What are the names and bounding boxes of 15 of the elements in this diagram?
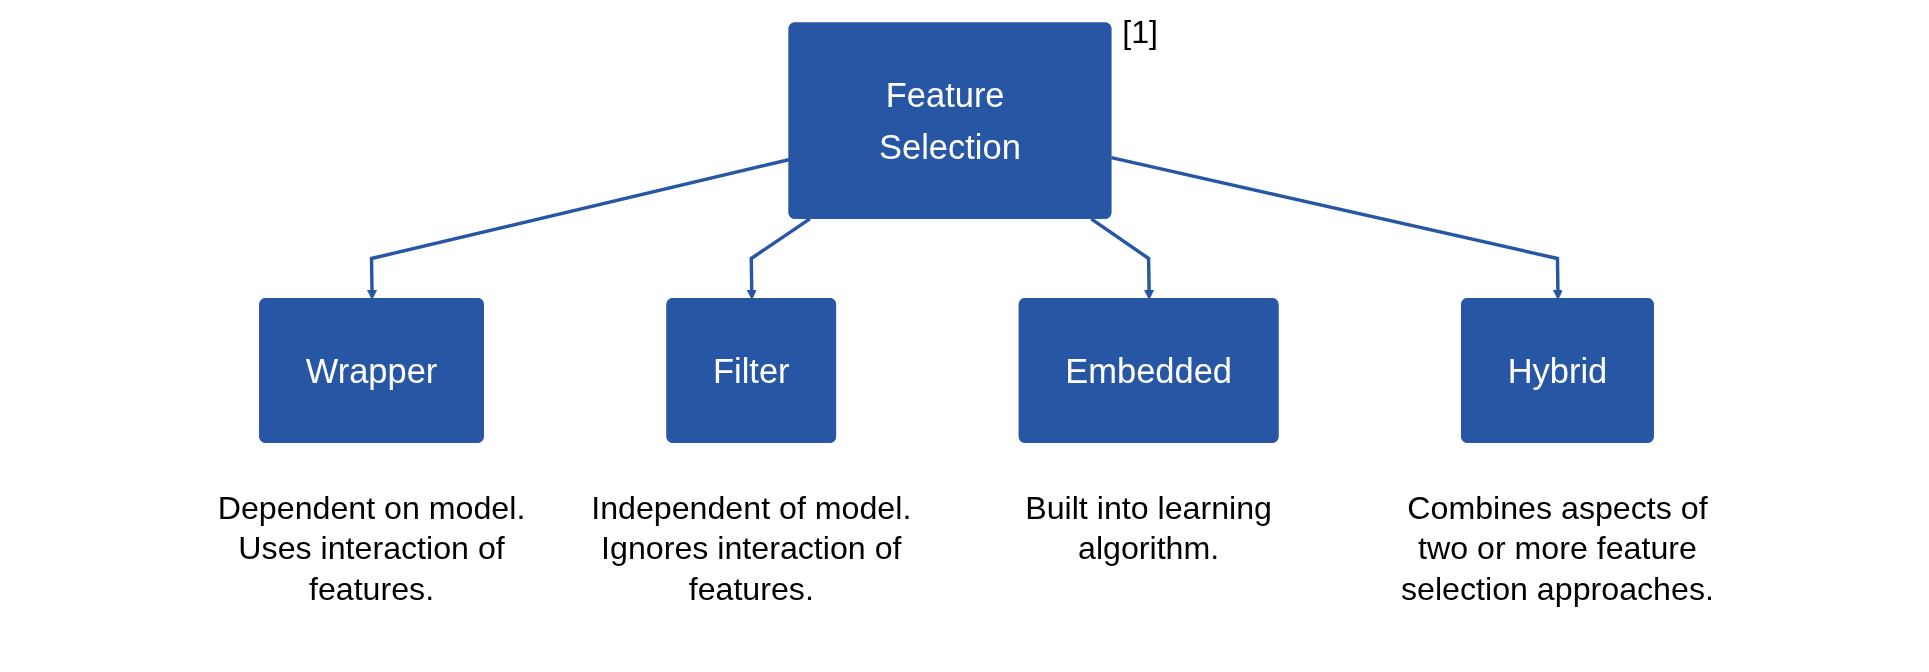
process-box bbox=[259, 298, 484, 443]
citation-mark: [1] bbox=[1122, 12, 1160, 52]
node-label: Hybrid bbox=[1507, 351, 1608, 390]
description-text: Independent of model. Ignores interaction of features. bbox=[590, 489, 913, 609]
process-box bbox=[666, 298, 837, 443]
description-text: Dependent on model. Uses interaction of features. bbox=[216, 489, 527, 609]
process-box bbox=[1018, 298, 1279, 443]
node-label: Feature Selection bbox=[879, 75, 1021, 166]
node-label: Embedded bbox=[1065, 351, 1232, 390]
process-box bbox=[788, 22, 1112, 219]
description-text: Built into learning algorithm. bbox=[1024, 489, 1273, 569]
node-label: Wrapper bbox=[305, 351, 438, 390]
description-text: Combines aspects of two or more feature selection approaches. bbox=[1400, 489, 1715, 609]
process-box bbox=[1461, 298, 1654, 443]
node-label: Filter bbox=[713, 351, 790, 390]
